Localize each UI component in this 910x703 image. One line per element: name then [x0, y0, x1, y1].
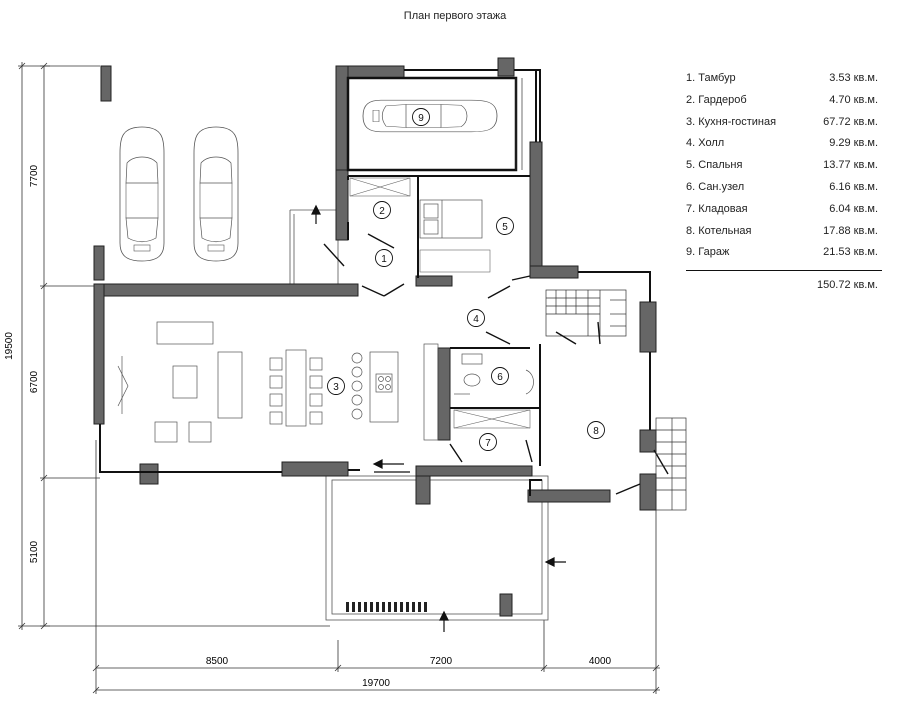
legend-row: 3. Кухня-гостиная 67.72 кв.м. [686, 114, 882, 136]
room-marker: 2 [373, 201, 391, 219]
dim-left-mid: 6700 [29, 370, 40, 393]
legend-room-area: 67.72 кв.м. [823, 115, 878, 128]
entrance-steps [655, 417, 687, 511]
car-icon [193, 126, 239, 262]
legend-room-label: 1. Тамбур [686, 72, 736, 84]
room-marker: 6 [491, 367, 509, 385]
room-marker: 3 [327, 377, 345, 395]
room-marker-number: 6 [497, 372, 503, 383]
room-marker-number: 3 [333, 382, 339, 393]
dim-left-bottom: 5100 [29, 540, 40, 563]
legend-room-area: 4.70 кв.м. [829, 93, 878, 106]
legend-room-label: 3. Кухня-гостиная [686, 115, 777, 128]
legend-room-number: 4 [686, 137, 693, 150]
legend-total-area: 150.72 кв.м. [816, 279, 878, 292]
room-marker: 4 [467, 309, 485, 327]
walls [93, 57, 657, 617]
legend-room-name: Сан.узел [698, 180, 745, 193]
bathroom-fixtures [423, 343, 534, 441]
car-icon [362, 99, 498, 133]
legend-room-area: 17.88 кв.м. [823, 224, 878, 237]
room-marker: 1 [375, 249, 393, 267]
entrance-arrows [311, 204, 566, 632]
plan-title: План первого этажа [403, 10, 507, 22]
legend-room-area: 21.53 кв.м. [823, 246, 878, 259]
dim-left-total: 19500 [4, 332, 15, 360]
legend-room-area: 6.16 кв.м. [829, 180, 878, 193]
room-marker-number: 5 [502, 222, 508, 233]
dim-bottom-3: 4000 [589, 656, 612, 667]
room-marker: 9 [412, 108, 430, 126]
legend-room-label: 6. Сан.узел [686, 180, 745, 193]
legend-room-area: 13.77 кв.м. [823, 159, 878, 172]
bed-icon [419, 199, 483, 239]
legend-room-label: 5. Спальня [686, 159, 743, 172]
legend-room-number: 8 [686, 224, 693, 237]
thin-walls [99, 69, 651, 496]
legend-room-name: Котельная [698, 224, 752, 237]
bottom-dimension-lines [92, 440, 660, 694]
room-marker-number: 2 [379, 206, 385, 217]
room-markers: 1 2 3 4 5 6 7 8 9 [327, 108, 605, 451]
legend-room-label: 9. Гараж [686, 246, 730, 259]
dim-bottom-2: 7200 [430, 656, 453, 667]
legend-row: 1. Тамбур 3.53 кв.м. [686, 70, 882, 92]
legend-room-number: 3 [686, 115, 693, 128]
legend-room-name: Кладовая [698, 202, 748, 215]
legend-room-name: Гардероб [698, 93, 747, 106]
legend-row: 8. Котельная 17.88 кв.м. [686, 223, 882, 245]
legend-room-number: 7 [686, 202, 693, 215]
staircase [545, 289, 627, 337]
legend-row: 2. Гардероб 4.70 кв.м. [686, 92, 882, 114]
legend-room-label: 7. Кладовая [686, 202, 748, 215]
room-marker-number: 4 [473, 314, 479, 325]
room-legend: 1. Тамбур 3.53 кв.м. 2. Гардероб 4.70 кв.м.… [686, 70, 882, 291]
room-marker: 7 [479, 433, 497, 451]
legend-room-number: 5 [686, 159, 693, 172]
legend-room-number: 1 [686, 72, 693, 84]
left-dimension-lines [18, 62, 330, 630]
living-furniture [117, 321, 399, 443]
legend-room-name: Спальня [698, 159, 743, 172]
room-marker-number: 1 [381, 254, 387, 265]
legend-room-label: 4. Холл [686, 137, 725, 150]
legend-room-area: 9.29 кв.м. [829, 137, 878, 150]
legend-rows: 1. Тамбур 3.53 кв.м. 2. Гардероб 4.70 кв.м.… [686, 70, 882, 266]
legend-row: 5. Спальня 13.77 кв.м. [686, 157, 882, 179]
legend-room-name: Тамбур [698, 72, 736, 84]
room-marker-number: 9 [418, 113, 424, 124]
legend-row: 7. Кладовая 6.04 кв.м. [686, 201, 882, 223]
legend-room-number: 6 [686, 180, 693, 193]
radiator-icon [346, 602, 427, 612]
room-marker: 5 [496, 217, 514, 235]
legend-room-label: 8. Котельная [686, 224, 752, 237]
legend-room-label: 2. Гардероб [686, 93, 747, 106]
room-marker-number: 8 [593, 426, 599, 437]
dim-bottom-total: 19700 [362, 678, 390, 689]
legend-row: 6. Сан.узел 6.16 кв.м. [686, 179, 882, 201]
legend-room-name: Кухня-гостиная [698, 115, 777, 128]
room-marker-number: 7 [485, 438, 491, 449]
legend-room-area: 3.53 кв.м. [829, 72, 878, 84]
car-icon [119, 126, 165, 262]
legend-room-name: Холл [698, 137, 725, 150]
dim-bottom-1: 8500 [206, 656, 229, 667]
legend-room-area: 6.04 кв.м. [829, 202, 878, 215]
dim-left-top: 7700 [29, 164, 40, 187]
room-marker: 8 [587, 421, 605, 439]
legend-row: 9. Гараж 21.53 кв.м. [686, 244, 882, 266]
legend-room-number: 9 [686, 246, 693, 259]
legend-divider [686, 270, 882, 272]
legend-row: 4. Холл 9.29 кв.м. [686, 135, 882, 157]
legend-room-name: Гараж [698, 246, 730, 259]
legend-room-number: 2 [686, 93, 693, 106]
